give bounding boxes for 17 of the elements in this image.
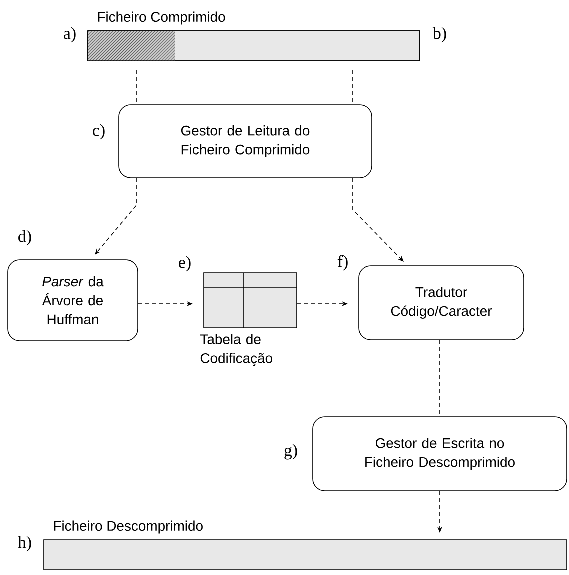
arrow <box>352 178 404 262</box>
part-letter: b) <box>432 27 446 43</box>
file-bar: Ficheiro Descomprimido <box>44 520 568 570</box>
part-letter: c) <box>93 124 105 140</box>
part-letter: d) <box>18 230 32 246</box>
process-box: Tradutor Código/Caracter <box>358 266 524 340</box>
process-box: Gestor de Leitura do Ficheiro Comprimido <box>118 104 372 178</box>
part-letter: h) <box>18 536 32 552</box>
arrow <box>95 178 138 255</box>
part-letter: g) <box>284 444 298 460</box>
file-bar: Ficheiro Comprimido <box>88 12 420 62</box>
process-box: Gestor de Escrita no Ficheiro Descomprimido <box>312 416 568 492</box>
process-box: Parser da Árvore de Huffman <box>8 260 138 342</box>
node-label: Ficheiro Descomprimido <box>54 520 203 534</box>
part-letter: f) <box>338 255 348 271</box>
part-letter: a) <box>64 27 76 43</box>
part-letter: e) <box>179 256 191 272</box>
